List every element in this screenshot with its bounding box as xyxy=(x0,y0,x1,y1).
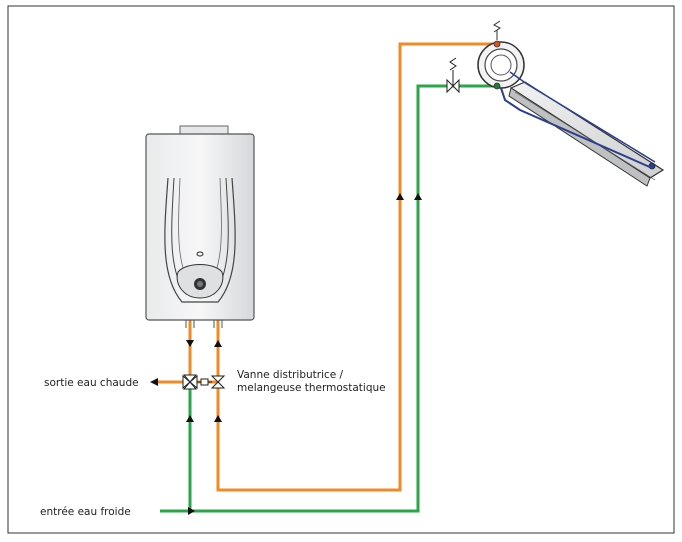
mixing-valve-icon xyxy=(182,374,198,390)
diagram-frame xyxy=(7,5,675,534)
cold-water-inlet-label: entrée eau froide xyxy=(40,506,131,518)
valve-label-line2: melangeuse thermostatique xyxy=(237,382,386,394)
check-valve-icon xyxy=(446,57,460,94)
valve-label-line1: Vanne distributrice / xyxy=(237,369,344,381)
hot-pipe-solar-feed xyxy=(216,42,497,492)
solar-collector-icon xyxy=(508,81,665,187)
solar-loop-return xyxy=(509,71,656,163)
arrow-inlet-right xyxy=(188,507,195,515)
arrow-return-up xyxy=(214,415,222,422)
water-heater-icon xyxy=(145,125,255,328)
solar-tank-icon xyxy=(477,20,525,90)
arrow-hot-down xyxy=(186,340,194,347)
solar-loop-pipe xyxy=(500,87,653,169)
valve-icon xyxy=(197,375,226,389)
arrow-hot-up xyxy=(214,340,222,347)
hot-pipe-outlet xyxy=(158,320,192,384)
hot-water-outlet-label: sortie eau chaude xyxy=(44,377,139,389)
arrow-outlet-left xyxy=(150,378,158,386)
arrow-riser-up xyxy=(186,415,194,422)
arrow-solar-up xyxy=(396,193,404,200)
arrow-cold-up xyxy=(414,193,422,200)
